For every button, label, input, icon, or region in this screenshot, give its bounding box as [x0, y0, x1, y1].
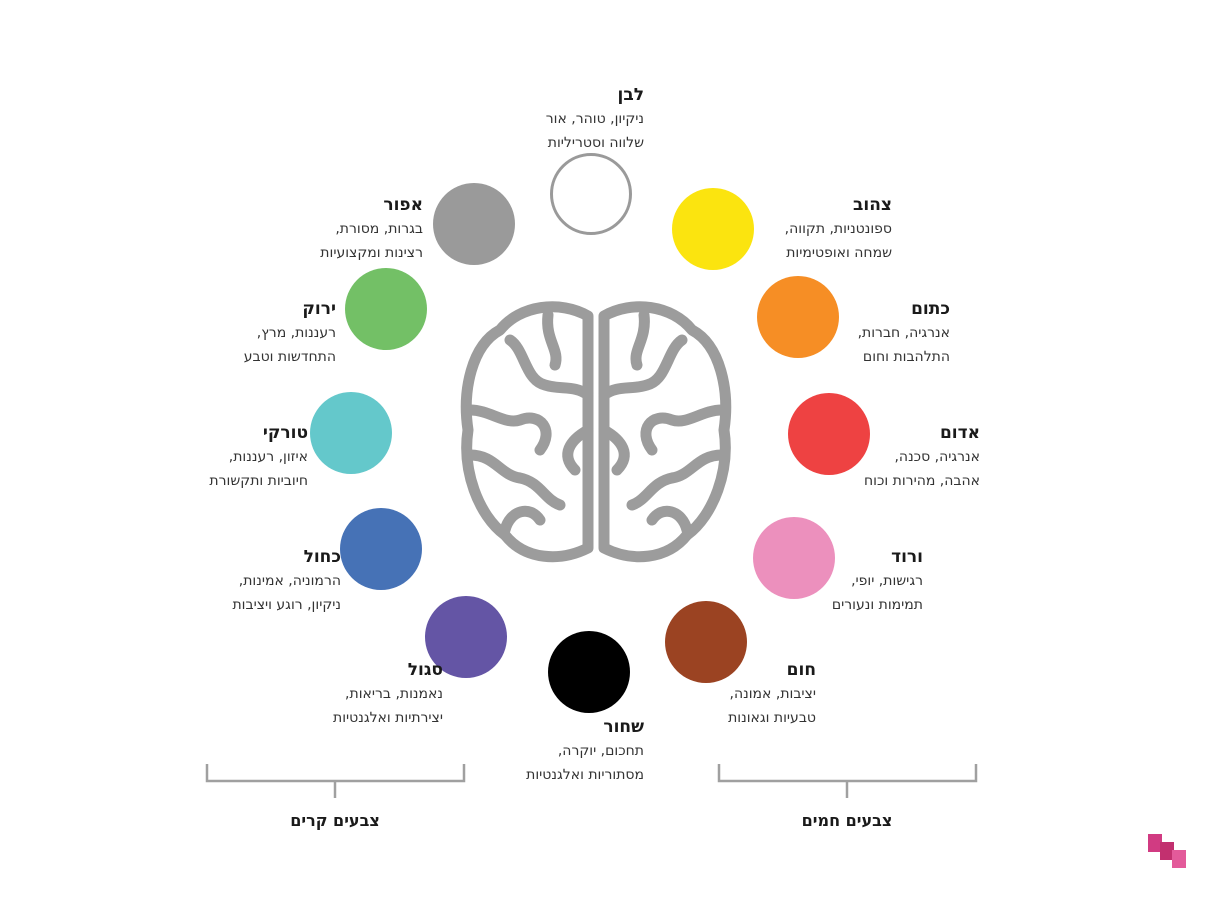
blue-circle — [340, 508, 422, 590]
green-desc-2: התחדשות וטבע — [243, 349, 336, 365]
turquoise-circle — [310, 392, 392, 474]
warm-colors-label: צבעים חמים — [801, 811, 893, 830]
turquoise-desc-1: איזון, רעננות, — [228, 449, 308, 465]
white-label: לבן ניקיון, טוהר, אור שלווה וסטריליות — [546, 83, 644, 155]
yellow-label: צהוב ספונטניות, תקווה, שמחה ואופטימיות — [785, 193, 892, 265]
gray-circle — [433, 183, 515, 265]
black-circle — [548, 631, 630, 713]
purple-desc-1: נאמנות, בריאות, — [345, 686, 443, 702]
white-circle — [550, 153, 632, 235]
orange-desc-2: התלהבות וחום — [862, 349, 950, 365]
green-circle — [345, 268, 427, 350]
yellow-desc-1: ספונטניות, תקווה, — [784, 221, 892, 237]
pink-label: ורוד רגישות, יופי, תמימות ונעורים — [832, 545, 923, 617]
brown-name: חום — [786, 660, 816, 680]
brown-label: חום יציבות, אמונה, טבעיות וגאונות — [728, 658, 816, 730]
orange-name: כתום — [911, 299, 950, 319]
orange-circle — [757, 276, 839, 358]
green-name: ירוק — [302, 299, 336, 319]
pink-desc-1: רגישות, יופי, — [851, 573, 923, 589]
orange-label: כתום אנרגיה, חברות, התלהבות וחום — [858, 297, 950, 369]
orange-desc-1: אנרגיה, חברות, — [857, 325, 950, 341]
gray-name: אפור — [383, 195, 423, 215]
brown-circle — [665, 601, 747, 683]
gray-label: אפור בגרות, מסורת, רצינות ומקצועיות — [320, 193, 423, 265]
blue-desc-1: הרמוניה, אמינות, — [238, 573, 341, 589]
black-desc-1: תחכום, יוקרה, — [557, 743, 644, 759]
green-label: ירוק רעננות, מרץ, התחדשות וטבע — [244, 297, 336, 369]
turquoise-name: טורקי — [262, 423, 308, 443]
gray-desc-1: בגרות, מסורת, — [335, 221, 423, 237]
red-name: אדום — [939, 423, 980, 443]
red-desc-2: אהבה, מהירות וכוח — [864, 473, 980, 489]
green-desc-1: רעננות, מרץ, — [256, 325, 336, 341]
black-desc-2: מסתוריות ואלגנטיות — [526, 767, 644, 783]
red-label: אדום אנרגיה, סכנה, אהבה, מהירות וכוח — [864, 421, 980, 493]
gray-desc-2: רצינות ומקצועיות — [320, 245, 423, 261]
black-label: שחור תחכום, יוקרה, מסתוריות ואלגנטיות — [526, 715, 644, 787]
yellow-desc-2: שמחה ואופטימיות — [786, 245, 892, 261]
red-circle — [788, 393, 870, 475]
white-desc-2: שלווה וסטריליות — [547, 135, 644, 151]
pink-desc-2: תמימות ונעורים — [831, 597, 923, 613]
white-desc-1: ניקיון, טוהר, אור — [545, 111, 644, 127]
logo-icon — [1148, 834, 1186, 868]
brown-desc-1: יציבות, אמונה, — [729, 686, 816, 702]
purple-desc-2: יצירתיות ואלגנטיות — [333, 710, 443, 726]
turquoise-desc-2: חיוביות ותקשורת — [209, 473, 308, 489]
purple-circle — [425, 596, 507, 678]
pink-circle — [753, 517, 835, 599]
blue-name: כחול — [303, 547, 341, 567]
turquoise-label: טורקי איזון, רעננות, חיוביות ותקשורת — [209, 421, 308, 493]
black-name: שחור — [603, 717, 644, 737]
blue-label: כחול הרמוניה, אמינות, ניקיון, רוגע ויציב… — [232, 545, 341, 617]
cool-colors-label: צבעים קרים — [290, 811, 380, 830]
yellow-circle — [672, 188, 754, 270]
yellow-name: צהוב — [853, 195, 892, 215]
purple-label: סגול נאמנות, בריאות, יצירתיות ואלגנטיות — [333, 658, 443, 730]
blue-desc-2: ניקיון, רוגע ויציבות — [232, 597, 341, 613]
pink-name: ורוד — [891, 547, 923, 567]
purple-name: סגול — [407, 660, 443, 680]
red-desc-1: אנרגיה, סכנה, — [894, 449, 980, 465]
brown-desc-2: טבעיות וגאונות — [728, 710, 816, 726]
white-name: לבן — [617, 85, 645, 105]
